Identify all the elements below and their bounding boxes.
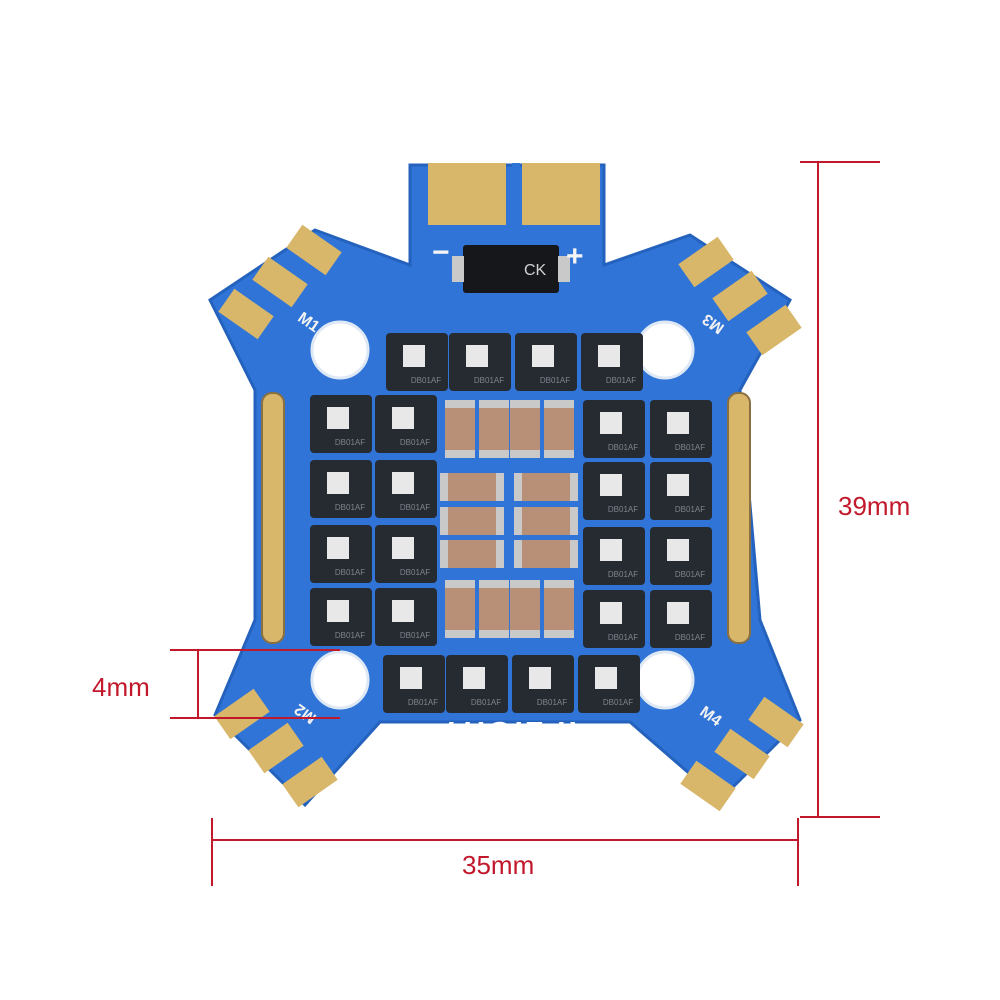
mosfet-marking: DB01AF xyxy=(675,633,705,642)
mosfet-chip: DB01AF xyxy=(583,590,645,648)
mosfet-marking: DB01AF xyxy=(608,633,638,642)
mosfet-chip: DB01AF xyxy=(583,527,645,585)
mosfet-chip: DB01AF xyxy=(310,395,372,453)
diode-label: CK xyxy=(524,262,547,279)
mosfet-chip: DB01AF xyxy=(310,460,372,518)
mosfet-marking: DB01AF xyxy=(675,505,705,514)
capacitor xyxy=(510,580,540,638)
mosfet-chip: DB01AF xyxy=(375,460,437,518)
mosfet-chip: DB01AF xyxy=(581,333,643,391)
mosfet-chip: DB01AF xyxy=(446,655,508,713)
mosfet-chip: DB01AF xyxy=(583,462,645,520)
motor-pads-m1 xyxy=(218,224,342,340)
marking-positive: + xyxy=(566,240,584,273)
capacitor xyxy=(445,400,475,458)
mosfet-marking: DB01AF xyxy=(400,438,430,447)
capacitor xyxy=(479,400,509,458)
mosfet-chip: DB01AF xyxy=(515,333,577,391)
power-pad-positive xyxy=(522,163,600,225)
mosfet-marking: DB01AF xyxy=(400,631,430,640)
mosfet-marking: DB01AF xyxy=(675,570,705,579)
mosfet-chip: DB01AF xyxy=(375,525,437,583)
mosfet-marking: DB01AF xyxy=(606,376,636,385)
mosfet-chip: DB01AF xyxy=(650,400,712,458)
mosfet-marking: DB01AF xyxy=(408,698,438,707)
mosfet-chip: DB01AF xyxy=(650,462,712,520)
height-dimension-label: 39mm xyxy=(838,491,911,521)
mosfet-chip: DB01AF xyxy=(386,333,448,391)
side-pad-left xyxy=(261,392,285,644)
motor-pads-m3 xyxy=(678,236,802,356)
capacitor xyxy=(445,580,475,638)
mosfet-marking: DB01AF xyxy=(675,443,705,452)
mosfet-chip: DB01AF xyxy=(375,395,437,453)
capacitor xyxy=(514,540,578,568)
capacitor xyxy=(440,473,504,501)
mounting-hole-top-right xyxy=(635,320,695,380)
mosfet-marking: DB01AF xyxy=(537,698,567,707)
capacitor xyxy=(440,540,504,568)
mosfet-chip: DB01AF xyxy=(449,333,511,391)
power-pad-negative xyxy=(428,163,506,225)
mosfet-chip: DB01AF xyxy=(650,590,712,648)
motor-pads-m2 xyxy=(214,688,338,808)
capacitor xyxy=(544,400,574,458)
mosfet-chip: DB01AF xyxy=(375,588,437,646)
capacitor xyxy=(479,580,509,638)
mosfet-marking: DB01AF xyxy=(540,376,570,385)
side-pad-right xyxy=(727,392,751,644)
mosfet-chip: DB01AF xyxy=(383,655,445,713)
dimension-lines xyxy=(170,161,880,886)
mosfet-marking: DB01AF xyxy=(335,438,365,447)
mosfet-marking: DB01AF xyxy=(471,698,501,707)
diode xyxy=(463,245,559,293)
mosfet-chip: DB01AF xyxy=(583,400,645,458)
mosfet-marking: DB01AF xyxy=(411,376,441,385)
mosfet-chip: DB01AF xyxy=(578,655,640,713)
brand-text: IFLIGHT xyxy=(439,715,577,748)
mounting-hole-bottom-right xyxy=(635,650,695,710)
capacitor xyxy=(514,507,578,535)
mosfet-chip: DB01AF xyxy=(310,588,372,646)
capacitor xyxy=(440,507,504,535)
motor-pads-m4 xyxy=(680,696,804,812)
hole-dimension-label: 4mm xyxy=(92,672,150,702)
mosfet-marking: DB01AF xyxy=(335,503,365,512)
mosfet-marking: DB01AF xyxy=(335,568,365,577)
mosfet-marking: DB01AF xyxy=(335,631,365,640)
mosfet-marking: DB01AF xyxy=(400,503,430,512)
mounting-hole-top-left xyxy=(310,320,370,380)
width-dimension-label: 35mm xyxy=(462,850,535,880)
mosfet-marking: DB01AF xyxy=(474,376,504,385)
mosfet-marking: DB01AF xyxy=(400,568,430,577)
capacitor xyxy=(514,473,578,501)
marking-negative: − xyxy=(432,236,450,269)
mosfet-chip: DB01AF xyxy=(650,527,712,585)
mosfet-chip: DB01AF xyxy=(512,655,574,713)
mosfet-chip: DB01AF xyxy=(310,525,372,583)
mosfet-marking: DB01AF xyxy=(603,698,633,707)
capacitor xyxy=(544,580,574,638)
capacitor xyxy=(510,400,540,458)
mosfet-marking: DB01AF xyxy=(608,505,638,514)
mosfet-marking: DB01AF xyxy=(608,443,638,452)
mosfet-marking: DB01AF xyxy=(608,570,638,579)
mounting-hole-bottom-left xyxy=(310,650,370,710)
